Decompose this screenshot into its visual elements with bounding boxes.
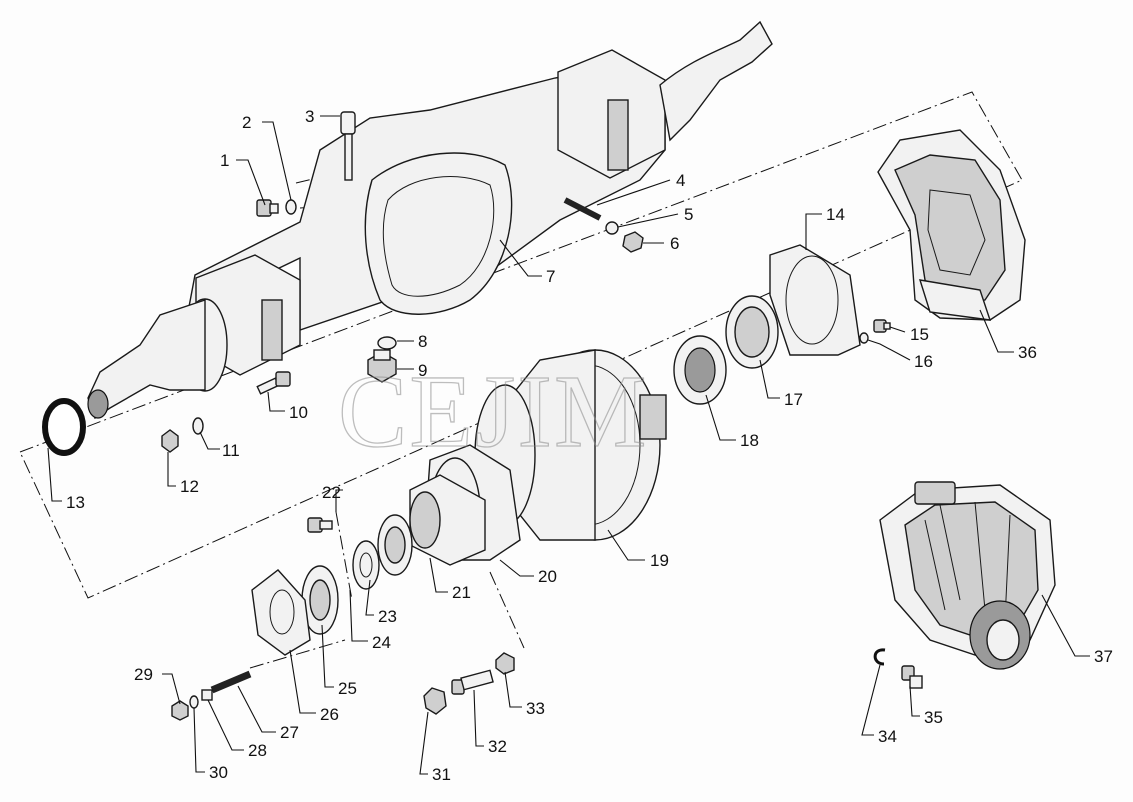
callout-25: 25 [338, 679, 357, 698]
callout-6: 6 [670, 234, 679, 253]
part-22-bolt [307, 517, 333, 533]
callout-4: 4 [676, 171, 685, 190]
callout-3: 3 [305, 107, 314, 126]
callout-18: 18 [740, 431, 759, 450]
part-23-bearing [377, 514, 413, 576]
callout-15: 15 [910, 325, 929, 344]
part-14-flange-hole [785, 255, 839, 345]
part-1-bolt [256, 199, 279, 217]
callout-21: 21 [452, 583, 471, 602]
part-37-differential [879, 481, 1056, 670]
callout-5: 5 [684, 205, 693, 224]
part-4-stud [563, 197, 602, 221]
callout-37: 37 [1094, 647, 1113, 666]
axis-line-27 [249, 639, 346, 669]
callout-36: 36 [1018, 343, 1037, 362]
axis-line-33 [489, 571, 525, 649]
part-33-nut [495, 652, 515, 675]
part-8-washer [377, 336, 397, 350]
callout-14: 14 [826, 205, 845, 224]
callout-8: 8 [418, 332, 427, 351]
callout-11: 11 [222, 441, 240, 460]
part-12-nut [161, 429, 179, 453]
part-14-flange [769, 244, 861, 356]
part-36-brake-assembly [877, 129, 1026, 321]
callout-30: 30 [209, 763, 228, 782]
part-16-washer [859, 332, 869, 344]
callout-34: 34 [878, 727, 897, 746]
callout-32: 32 [488, 737, 507, 756]
part-31-nut [423, 687, 447, 715]
callout-33: 33 [526, 699, 545, 718]
callout-1: 1 [220, 151, 229, 170]
part-25-seal [301, 565, 339, 635]
callout-22: 22 [322, 483, 341, 502]
part-9-plug [367, 349, 397, 383]
part-26-flange [251, 569, 311, 656]
part-6-nut [622, 231, 644, 253]
part-19-brake-drum [474, 349, 667, 541]
part-13-seal-ring [42, 398, 86, 456]
axis-line-22 [335, 511, 353, 601]
callout-28: 28 [248, 741, 267, 760]
callout-2: 2 [242, 113, 251, 132]
part-30-washer [189, 695, 199, 709]
part-5-washer [605, 221, 619, 235]
callout-20: 20 [538, 567, 557, 586]
part-27-stud [210, 670, 252, 694]
axle-housing [87, 20, 773, 420]
callout-35: 35 [924, 708, 943, 727]
part-3-breather [340, 111, 356, 181]
callout-labels: 1 2 3 4 5 6 7 8 9 10 11 12 13 14 15 16 1… [66, 107, 1113, 784]
callout-24: 24 [372, 633, 391, 652]
callout-10: 10 [289, 403, 308, 422]
watermark-text: CEJIM [338, 354, 648, 469]
callout-29: 29 [134, 665, 153, 684]
part-34-circlip [873, 648, 886, 666]
part-18-bearing [673, 335, 727, 405]
part-2-washer [285, 199, 297, 215]
callout-7: 7 [546, 267, 555, 286]
part-17-bearing [725, 295, 779, 369]
part-35-bolt [901, 665, 923, 689]
part-32-bolt [451, 669, 494, 695]
leader-lines [47, 115, 1090, 775]
part-15-bolt [873, 319, 891, 333]
callout-26: 26 [320, 705, 339, 724]
part-28-cone-washer [201, 689, 213, 701]
callout-17: 17 [784, 390, 803, 409]
callout-27: 27 [280, 723, 299, 742]
callout-23: 23 [378, 607, 397, 626]
callout-31: 31 [432, 765, 451, 784]
part-24-ring [352, 540, 380, 590]
callout-19: 19 [650, 551, 669, 570]
callout-16: 16 [914, 352, 933, 371]
callout-13: 13 [66, 493, 85, 512]
callout-9: 9 [418, 361, 427, 380]
part-11-washer [192, 417, 204, 435]
assembly-frame-line [19, 91, 1023, 599]
callout-12: 12 [180, 477, 199, 496]
part-10-bolt [256, 371, 291, 395]
part-21-hub-cone [409, 474, 486, 566]
part-29-nut [171, 700, 189, 721]
